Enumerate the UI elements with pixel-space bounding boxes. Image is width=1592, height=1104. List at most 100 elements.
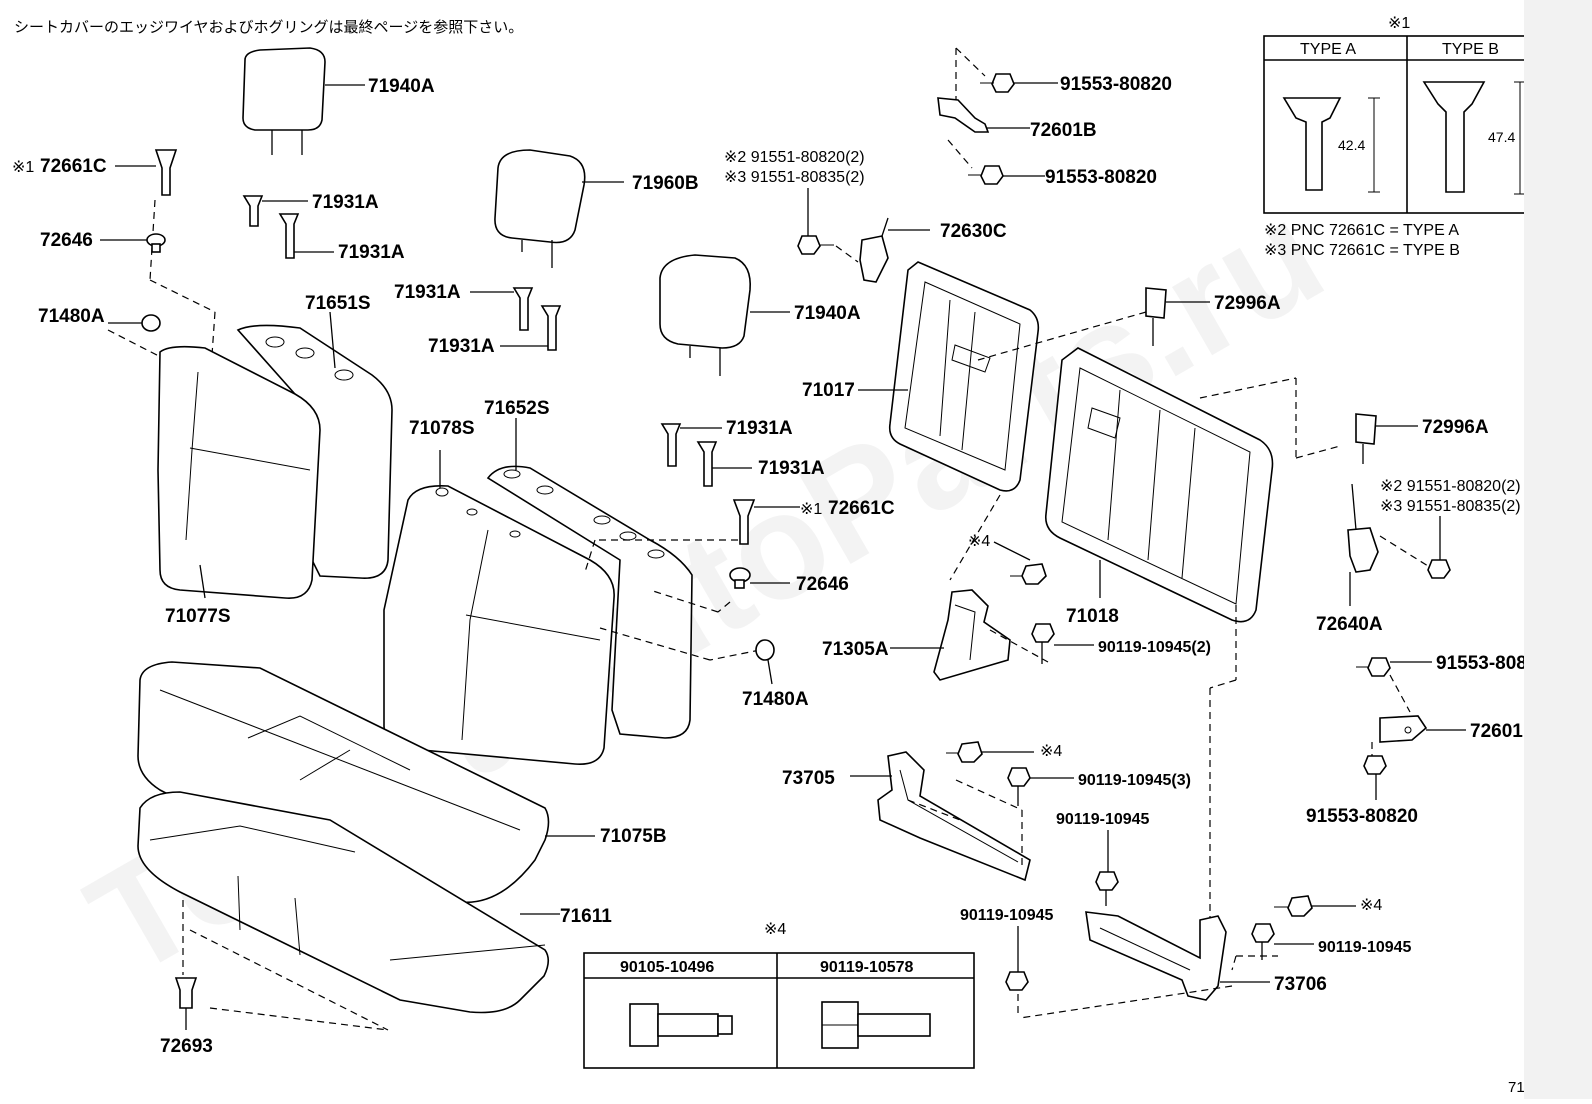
- type-a-dim: 42.4: [1338, 137, 1365, 153]
- label-mark4-a: ※4: [968, 533, 990, 550]
- label-71651S: 71651S: [305, 293, 371, 314]
- bolt-90119-c: [1095, 830, 1119, 906]
- label-72661C-mid-mark: ※1: [800, 501, 822, 518]
- guide-71931A-1: [242, 195, 308, 227]
- label-72693: 72693: [160, 1036, 213, 1057]
- clip-72646-left: [100, 233, 166, 253]
- bolt-91553-80820-4: [1363, 742, 1387, 800]
- type-b-label: TYPE B: [1442, 41, 1499, 58]
- label-mark4-c: ※4: [1360, 897, 1382, 914]
- guide-71931A-3: [470, 287, 534, 331]
- label-91553-80820-1: 91553-80820: [1060, 74, 1172, 95]
- guide-71931A-2: [278, 213, 334, 259]
- bracket-73705: [850, 751, 1031, 882]
- buckle-72996A-2: [1355, 413, 1418, 464]
- bolt-91553-80820-1: [955, 47, 1058, 100]
- bolt-col-90119-10578: 90119-10578: [820, 959, 914, 976]
- bolt-col-90105-10496: 90105-10496: [620, 959, 714, 976]
- label-91551-80820-b: ※2 91551-80820(2): [1380, 478, 1521, 495]
- label-71931A-2: 71931A: [338, 242, 405, 263]
- label-72646-mid: 72646: [796, 574, 849, 595]
- bolt-mark4-c: [1274, 895, 1356, 917]
- type-a-label: TYPE A: [1300, 41, 1356, 58]
- buckle-72996A-1: [977, 287, 1210, 361]
- type-table: ※1 TYPE A TYPE B 42.4 47.4: [1263, 15, 1551, 214]
- header-note: シートカバーのエッジワイヤおよびホグリングは最終ページを参照下さい。: [14, 19, 523, 36]
- seatback-71652S: [486, 418, 693, 739]
- label-71931A-3: 71931A: [394, 282, 461, 303]
- label-91553-80820-2: 91553-80820: [1045, 167, 1157, 188]
- type-table-mark: ※1: [1388, 15, 1410, 32]
- type-b-dim: 47.4: [1488, 129, 1515, 145]
- bolt-90119-2: [1031, 623, 1094, 664]
- label-71078S: 71078S: [409, 418, 475, 439]
- label-72646-left: 72646: [40, 230, 93, 251]
- label-71931A-6: 71931A: [758, 458, 825, 479]
- pin-72661C-left: [115, 149, 216, 356]
- headrest-71940A-top: [242, 47, 365, 155]
- label-72996A-2: 72996A: [1422, 417, 1489, 438]
- label-71931A-4: 71931A: [428, 336, 495, 357]
- bolt-mark4-a: [1010, 563, 1047, 585]
- bolt-91553-80820-3: [1356, 657, 1432, 713]
- bolt-90119-d: [1005, 926, 1029, 1018]
- bracket-71305A: [890, 589, 1011, 681]
- label-71960B: 71960B: [632, 173, 699, 194]
- label-90119-10945-c: 90119-10945: [1056, 811, 1150, 828]
- bolt-91551-left: [797, 188, 859, 263]
- pin-72661C-mid: [732, 499, 800, 545]
- seatback-71651S: [236, 311, 393, 579]
- label-73705: 73705: [782, 768, 835, 789]
- frame-71018: [1044, 347, 1274, 623]
- label-71931A-1: 71931A: [312, 192, 379, 213]
- clip-71480A-mid: [755, 639, 775, 685]
- guide-71931A-6: [696, 441, 752, 487]
- label-mark4-b: ※4: [1040, 743, 1062, 760]
- label-71931A-5: 71931A: [726, 418, 793, 439]
- right-margin-strip: [1524, 0, 1592, 1099]
- bolt-90119-e: [1251, 923, 1314, 960]
- label-72996A-1: 72996A: [1214, 293, 1281, 314]
- label-91553-80820-3: 91553-80820: [1436, 653, 1548, 674]
- label-91553-80820-4: 91553-80820: [1306, 806, 1418, 827]
- label-71940A-mid: 71940A: [794, 303, 861, 324]
- label-71652S: 71652S: [484, 398, 550, 419]
- label-72661C-left-mark: ※1: [12, 159, 34, 176]
- cushion-71075B: [137, 661, 595, 904]
- bracket-72601B-bottom: [1379, 715, 1466, 743]
- label-71017: 71017: [802, 380, 855, 401]
- label-91551-80835-b: ※3 91551-80835(2): [1380, 498, 1521, 515]
- bolt-mark4-b: [946, 741, 1034, 763]
- bolt-91553-80820-2: [947, 139, 1045, 185]
- bolt-90119-3: [1007, 767, 1074, 806]
- label-71480A-mid: 71480A: [742, 689, 809, 710]
- label-91551-80820-a: ※2 91551-80820(2): [724, 149, 865, 166]
- clip-72693: [174, 900, 389, 1031]
- label-71940A-top: 71940A: [368, 76, 435, 97]
- label-71480A-left: 71480A: [38, 306, 105, 327]
- cushion-71611: [137, 791, 560, 1014]
- bolt-table: ※4 90105-10496 90119-10578: [583, 921, 975, 1069]
- bracket-72601B-top: [937, 97, 1030, 133]
- headrest-71960B: [494, 149, 624, 268]
- label-90119-10945-2: 90119-10945(2): [1098, 639, 1211, 656]
- label-71305A: 71305A: [822, 639, 889, 660]
- seatback-71077S: [157, 345, 321, 599]
- hinge-72630C: [859, 217, 930, 283]
- bracket-73706: [1085, 911, 1270, 1001]
- headrest-71940A-mid: [659, 254, 790, 376]
- label-72661C-left: 72661C: [40, 156, 107, 177]
- label-90119-10945-3: 90119-10945(3): [1078, 772, 1191, 789]
- label-71018: 71018: [1066, 606, 1119, 627]
- type-note-b: ※3 PNC 72661C = TYPE B: [1264, 242, 1460, 259]
- frame-71017: [858, 261, 1040, 492]
- label-72601B-top: 72601B: [1030, 120, 1097, 141]
- label-72640A: 72640A: [1316, 614, 1383, 635]
- label-72661C-mid: 72661C: [828, 498, 895, 519]
- label-72601B-bottom: 72601B: [1470, 721, 1537, 742]
- bolt-table-mark: ※4: [764, 921, 786, 938]
- label-72630C: 72630C: [940, 221, 1007, 242]
- type-note-a: ※2 PNC 72661C = TYPE A: [1264, 222, 1459, 239]
- label-71075B: 71075B: [600, 826, 667, 847]
